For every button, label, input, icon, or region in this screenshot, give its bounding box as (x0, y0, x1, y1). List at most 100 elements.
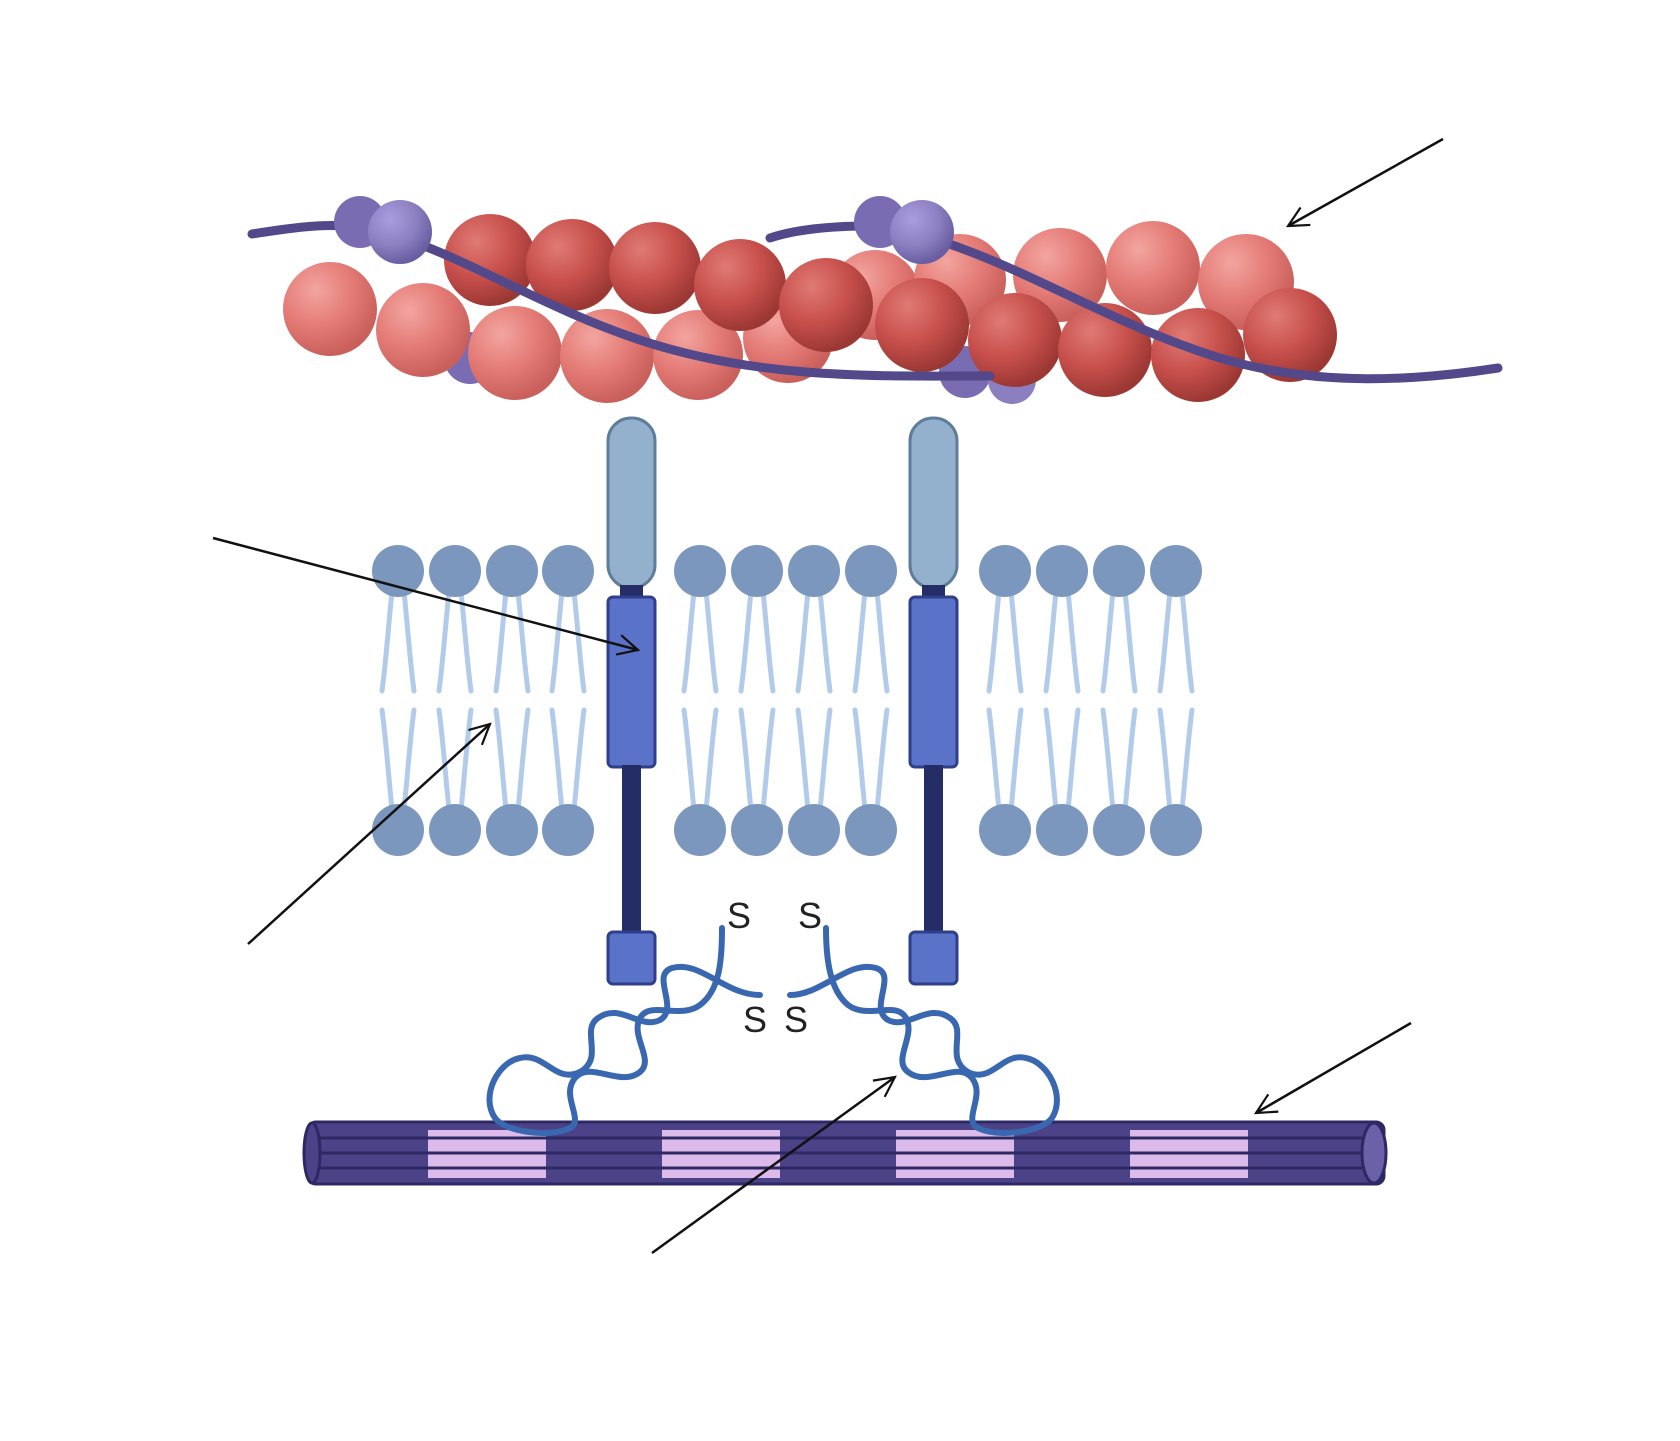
lipid-tail (1011, 710, 1021, 810)
actin-subunit (779, 258, 873, 352)
lipid-head (1093, 804, 1145, 856)
microtubule-end-cap (304, 1123, 320, 1183)
receptor-cytoplasmic-domain (608, 932, 655, 984)
lipid-tail (518, 710, 528, 810)
lipid-tail (518, 591, 528, 691)
lipid-tail (1103, 710, 1113, 810)
receptor-transmembrane-domain (608, 597, 655, 767)
lipid-head (731, 545, 783, 597)
lipid-tail (1068, 710, 1078, 810)
lipid-tail (574, 591, 584, 691)
lipid-head (1036, 545, 1088, 597)
sulfur-label: S (743, 999, 767, 1040)
lipid-tail (461, 710, 471, 810)
lipid-tail (763, 591, 773, 691)
lipid-head (979, 804, 1031, 856)
pointer-arrow-microtubule (1256, 1023, 1411, 1113)
lipid-tail (1182, 591, 1192, 691)
actin-subunit (376, 283, 470, 377)
lipid-tail (552, 710, 562, 810)
lipid-tail (1125, 591, 1135, 691)
lipid-head (731, 804, 783, 856)
lipid-head (486, 545, 538, 597)
lipid-tails (382, 591, 1192, 810)
lipid-head (788, 804, 840, 856)
lipid-tail (741, 591, 751, 691)
pointer-arrow-actin (1288, 139, 1443, 226)
receptor-transmembrane-domain (910, 597, 957, 767)
lipid-tail (1068, 591, 1078, 691)
lipid-head (979, 545, 1031, 597)
actin-subunit (694, 239, 786, 331)
lipid-tail (763, 710, 773, 810)
lipid-tail (855, 591, 865, 691)
lipid-tail (706, 710, 716, 810)
lipid-head (542, 545, 594, 597)
lipid-tail (439, 591, 449, 691)
lipid-head (1093, 545, 1145, 597)
lipid-tail (741, 710, 751, 810)
receptor-left (608, 418, 655, 984)
actin-subunit (609, 222, 701, 314)
lipid-tail (1160, 710, 1170, 810)
lipid-head (1036, 804, 1088, 856)
ligand-chains (489, 928, 1056, 1133)
lipid-tail (496, 591, 506, 691)
lipid-tail (798, 591, 808, 691)
receptor-cytoplasmic-domain (910, 932, 957, 984)
actin-subunit (560, 309, 654, 403)
lipid-tail (855, 710, 865, 810)
lipid-head (1150, 545, 1202, 597)
lipid-tail (877, 710, 887, 810)
troponin (368, 200, 432, 264)
lipid-tail (989, 710, 999, 810)
lipid-tail (798, 710, 808, 810)
lipid-head (1150, 804, 1202, 856)
actin-subunit (283, 262, 377, 356)
lipid-tail (496, 710, 506, 810)
lipid-tail (574, 710, 584, 810)
receptor-extracellular-domain (608, 418, 655, 588)
lipid-tail (382, 710, 392, 810)
lipid-tail (382, 591, 392, 691)
receptor-stalk (924, 765, 943, 937)
lipid-tail (1125, 710, 1135, 810)
lipid-tail (552, 591, 562, 691)
lipid-tail (1046, 710, 1056, 810)
lipid-head (486, 804, 538, 856)
lipid-tail (1182, 710, 1192, 810)
lipid-tail (820, 591, 830, 691)
actin-subunit (468, 306, 562, 400)
lipid-tail (684, 710, 694, 810)
actin-subunit (1106, 221, 1200, 315)
lipid-tail (1046, 591, 1056, 691)
lipid-head (674, 804, 726, 856)
lipid-tail (989, 591, 999, 691)
lipid-tail (877, 591, 887, 691)
actin-subunit (875, 278, 969, 372)
troponin (890, 200, 954, 264)
lipid-tail (706, 591, 716, 691)
receptor-extracellular-domain (910, 418, 957, 588)
actin-filament (252, 196, 1498, 404)
receptor-right (910, 418, 957, 984)
lipid-head (674, 545, 726, 597)
lipid-bilayer (372, 545, 1202, 856)
microtubule (304, 1122, 1386, 1184)
lipid-head (788, 545, 840, 597)
lipid-head (542, 804, 594, 856)
lipid-tail (1103, 591, 1113, 691)
lipid-head (845, 804, 897, 856)
lipid-tail (1160, 591, 1170, 691)
lipid-head (372, 545, 424, 597)
lipid-head (429, 545, 481, 597)
lipid-tail (439, 710, 449, 810)
microtubule-end-cap (1362, 1123, 1386, 1183)
lipid-head (429, 804, 481, 856)
sulfur-labels: S S S S (727, 895, 822, 1040)
sulfur-label: S (784, 999, 808, 1040)
lipid-tail (820, 710, 830, 810)
lipid-tail (1011, 591, 1021, 691)
lipid-tail (404, 591, 414, 691)
